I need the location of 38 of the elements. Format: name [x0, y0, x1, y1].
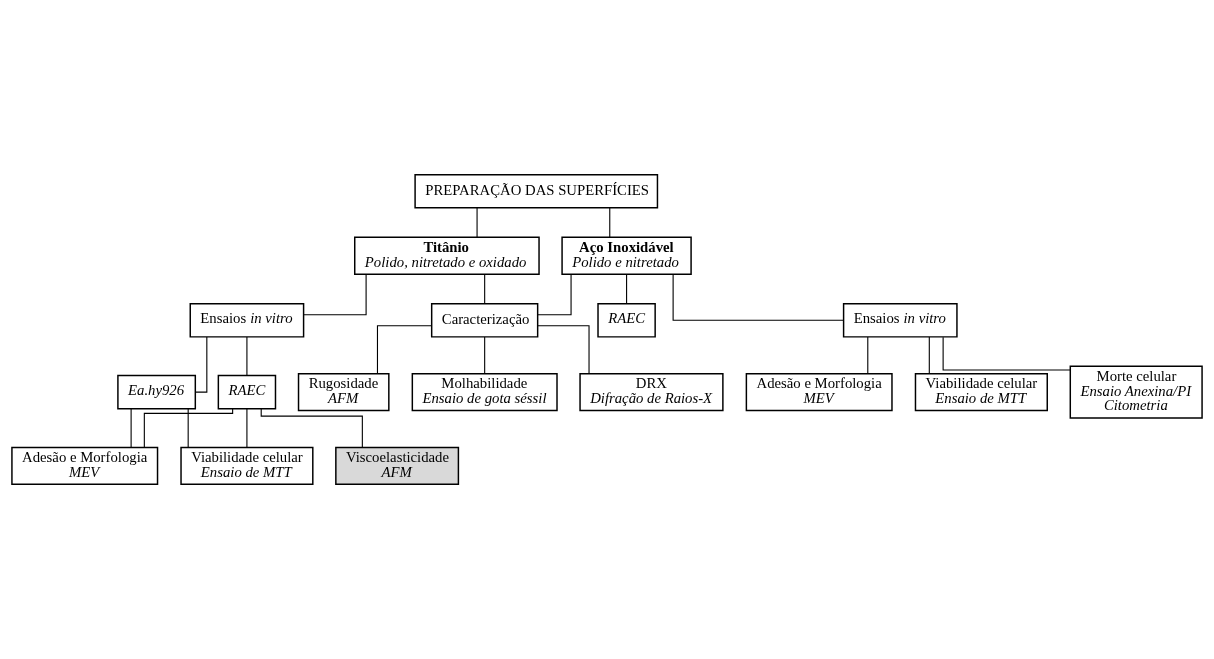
- connector: [609, 207, 611, 238]
- connector: [130, 408, 132, 448]
- connector: [187, 408, 189, 448]
- node-box: Ea.hy926: [117, 374, 197, 410]
- connector: [928, 336, 930, 375]
- connector: [260, 408, 363, 448]
- node-box: Ensaios in vitro: [842, 302, 958, 338]
- connector: [246, 336, 248, 376]
- connector: [376, 325, 432, 375]
- connector: [537, 273, 572, 316]
- connector: [303, 273, 367, 316]
- node-box: Adesão e Morfologia MEV: [745, 373, 893, 412]
- connector: [537, 325, 590, 375]
- connector: [143, 408, 234, 448]
- connector: [867, 336, 869, 375]
- connector: [672, 273, 845, 321]
- node-box: Morte celular Ensaio Anexina/PI Citometria: [1069, 365, 1203, 419]
- node-box: Viscoelasticidade AFM: [335, 446, 460, 486]
- node-box: Viabilidade celular Ensaio de MTT: [180, 446, 314, 486]
- node-box: PREPARAÇÃO DAS SUPERFÍCIES: [414, 173, 659, 209]
- node-box: Molhabilidade Ensaio de gota séssil: [411, 373, 558, 412]
- node-box: RAEC: [217, 374, 277, 410]
- node-box: Titânio Polido, nitretado e oxidado: [354, 236, 540, 275]
- node-box: RAEC: [597, 302, 656, 338]
- node-box: DRX Difração de Raios-X: [579, 373, 724, 412]
- node-box: Ensaios in vitro: [189, 302, 305, 338]
- connector: [942, 336, 1071, 371]
- connector: [626, 273, 628, 305]
- node-box: Rugosidade AFM: [297, 373, 390, 412]
- connector: [484, 273, 486, 305]
- node-box: Caracterização: [430, 302, 539, 338]
- connector: [476, 207, 478, 238]
- node-box: Adesão e Morfologia MEV: [11, 446, 159, 486]
- connector: [194, 336, 208, 393]
- node-box: Viabilidade celular Ensaio de MTT: [914, 373, 1048, 412]
- node-box: Aço Inoxidável Polido e nitretado: [561, 236, 692, 275]
- connector: [246, 408, 248, 448]
- connector: [484, 336, 486, 375]
